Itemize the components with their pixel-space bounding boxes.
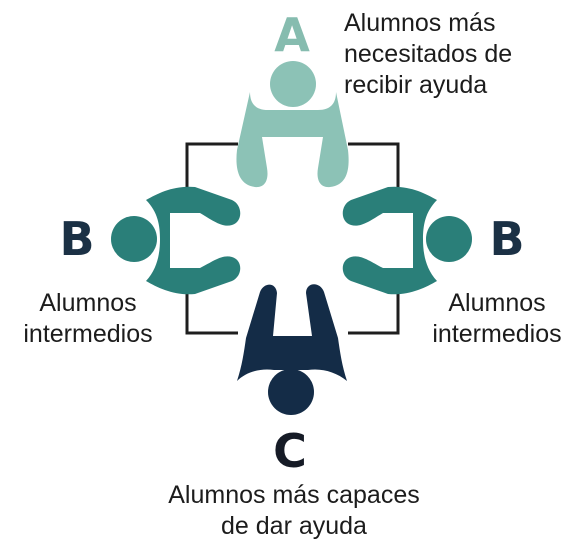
student-b-left-body [146,186,241,295]
student-b-right-body [342,186,437,295]
group-a-caption-line: necesitados de [344,40,513,68]
group-b-left-caption-line: Alumnos [39,289,137,317]
group-c-caption-line: Alumnos más capaces [168,481,420,509]
table-outline [185,142,400,335]
group-a-caption-line: recibir ayuda [344,71,488,99]
student-a-figure [236,61,349,188]
group-b-left-caption-line: intermedios [23,320,153,348]
seating-diagram-graphic [111,61,472,415]
group-c-caption: Alumnos más capaces de dar ayuda [96,480,492,542]
student-c-body [237,284,347,381]
student-b-left-head [111,216,157,262]
group-a-caption: Alumnos más necesitados de recibir ayuda [344,8,584,101]
group-b-right-caption-line: Alumnos [448,289,546,317]
group-b-right-caption: Alumnos intermedios [408,288,586,350]
group-c-letter: C [273,424,307,478]
group-a-letter: A [274,8,310,62]
group-a-caption-line: Alumnos más [344,9,496,37]
table-corner-top-left [185,142,238,196]
group-c-caption-line: de dar ayuda [221,512,367,540]
student-b-left-figure [111,186,241,295]
table-corner-bottom-left [185,292,238,335]
student-b-right-figure [342,186,472,295]
table-corner-top-right [348,142,400,196]
student-a-body [236,92,349,188]
table-corner-bottom-right [348,292,400,335]
group-b-right-caption-line: intermedios [432,320,562,348]
student-a-head [270,61,316,107]
group-b-right-letter: B [489,212,525,266]
student-b-right-head [426,216,472,262]
student-c-head [268,369,314,415]
student-c-figure [237,284,347,415]
group-b-left-letter: B [59,212,95,266]
group-b-left-caption: Alumnos intermedios [0,288,176,350]
seating-diagram: A B B C Alumnos más necesitados de recib… [0,8,586,540]
